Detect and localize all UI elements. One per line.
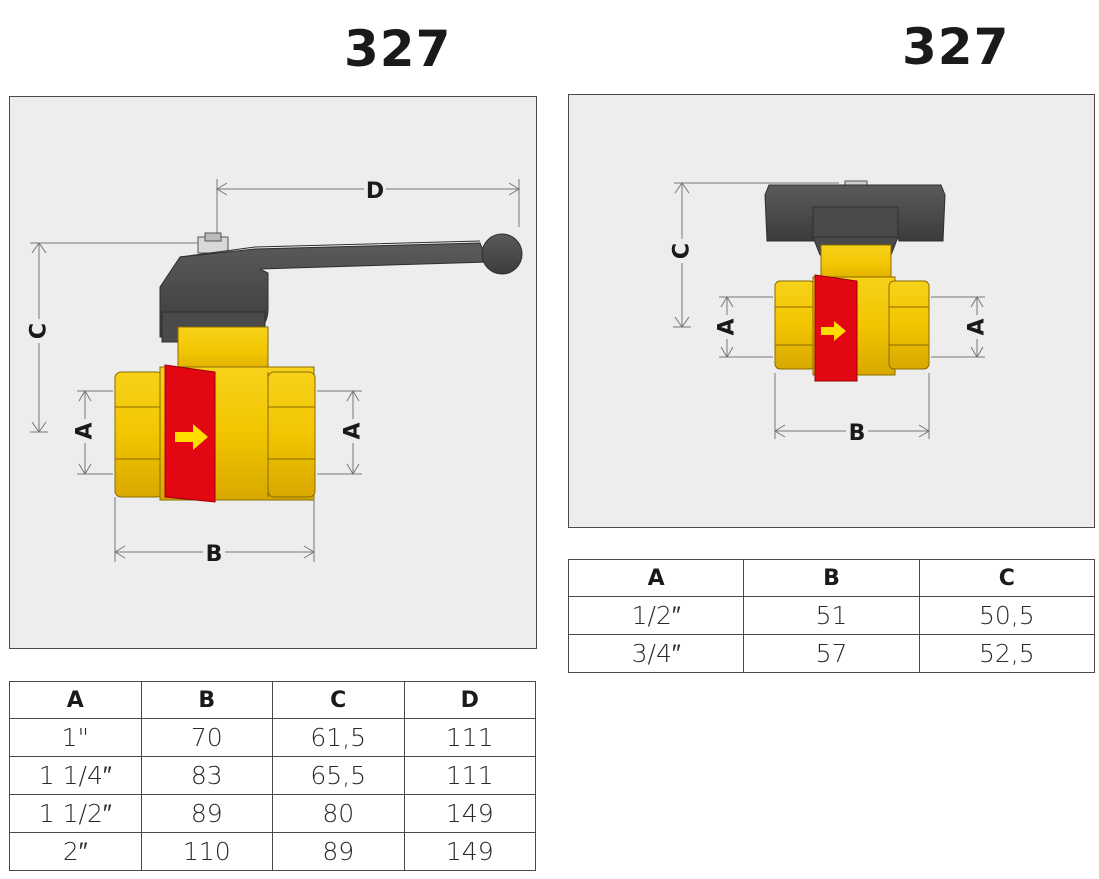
table-row: 1 1/4″ 83 65,5 111 [9,756,536,795]
table-cell: 57 [743,634,920,673]
table-cell: 1/2″ [567,596,745,635]
column-header: C [272,681,405,719]
dimension-c-label: C [670,243,695,259]
dimension-b-label: B [206,542,223,567]
table-cell: 149 [403,794,536,833]
butterfly-valve-dimensions-table: A B C 1/2″ 51 50,5 3/4″ 57 52,5 [567,559,1096,673]
butterfly-valve-drawing: C A [670,180,990,446]
table-cell: 1 1/4″ [9,756,142,795]
table-header-row: A B C D [9,681,536,719]
table-cell: 51 [743,596,920,635]
table-cell: 149 [403,832,536,871]
table-row: 1" 70 61,5 111 [9,718,536,757]
table-cell: 1" [9,718,142,757]
column-header: B [743,559,920,597]
column-header: B [140,681,273,719]
dimension-a-left-label: A [73,422,98,439]
valve-body [774,244,930,382]
table-cell: 3/4″ [567,634,745,673]
dimension-d-label: D [366,179,384,204]
butterfly-handle [764,180,946,256]
column-header: D [403,681,536,719]
table-cell: 65,5 [272,756,405,795]
table-cell: 83 [140,756,273,795]
table-row: 2″ 110 89 149 [9,832,536,871]
column-header: A [567,559,745,597]
table-cell: 110 [140,832,273,871]
table-cell: 52,5 [918,634,1096,673]
table-cell: 61,5 [272,718,405,757]
column-header: C [918,559,1096,597]
left-product-code: 327 [344,20,452,78]
table-cell: 111 [403,756,536,795]
table-row: 1/2″ 51 50,5 [567,596,1096,635]
table-cell: 111 [403,718,536,757]
dimension-c-label: C [27,323,52,339]
dimension-a-right-label: A [341,422,366,439]
lever-handle [159,232,523,343]
lever-valve-dimensions-table: A B C D 1" 70 61,5 111 1 1/4″ 83 65,5 11… [9,681,536,871]
lever-valve-drawing: D C [27,177,523,567]
table-cell: 70 [140,718,273,757]
flow-arrow-icon [821,321,846,341]
flow-arrow-icon [175,424,208,450]
table-cell: 2″ [9,832,142,871]
table-cell: 1 1/2″ [9,794,142,833]
valve-body [114,326,316,503]
table-cell: 89 [272,832,405,871]
lever-valve-diagram-panel: D C [9,96,537,649]
dimension-a-right [931,296,985,358]
table-row: 1 1/2″ 89 80 149 [9,794,536,833]
column-header: A [9,681,142,719]
table-row: 3/4″ 57 52,5 [567,634,1096,673]
table-cell: 50,5 [918,596,1096,635]
butterfly-valve-diagram-panel: C A [568,94,1095,528]
dimension-a-left-label: A [715,318,740,335]
dimension-b-label: B [849,421,866,446]
dimension-b [774,373,930,439]
table-cell: 80 [272,794,405,833]
dimension-a-right-label: A [965,318,990,335]
table-header-row: A B C [567,559,1096,597]
right-product-code: 327 [902,18,1010,76]
table-cell: 89 [140,794,273,833]
